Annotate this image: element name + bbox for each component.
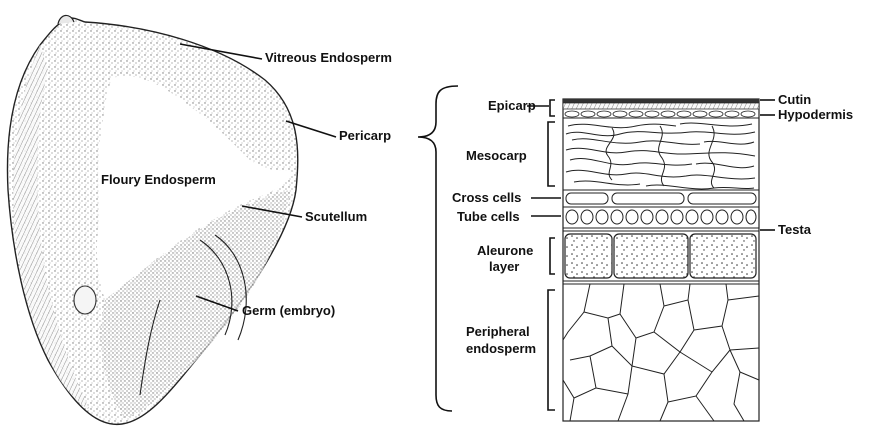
- embryo-root-tip: [74, 286, 96, 314]
- label-peripheral-line1: Peripheral: [466, 324, 530, 339]
- label-floury-endosperm: Floury Endosperm: [101, 172, 216, 187]
- label-aleurone-line2: layer: [489, 259, 519, 274]
- label-pericarp: Pericarp: [339, 128, 391, 143]
- label-vitreous-endosperm: Vitreous Endosperm: [265, 50, 392, 65]
- layer-section: [563, 99, 759, 421]
- label-tube-cells: Tube cells: [457, 209, 520, 224]
- aleurone-cells: [565, 234, 756, 278]
- tube-cells: [566, 210, 756, 224]
- cutin-layer: [563, 99, 759, 103]
- label-mesocarp: Mesocarp: [466, 148, 527, 163]
- section-left-leaders: [527, 106, 561, 216]
- label-germ-embryo: Germ (embryo): [242, 303, 335, 318]
- label-cross-cells: Cross cells: [452, 190, 521, 205]
- label-peripheral-line2: endosperm: [466, 341, 536, 356]
- label-scutellum: Scutellum: [305, 209, 367, 224]
- label-hypodermis: Hypodermis: [778, 107, 853, 122]
- kernel-illustration: [7, 15, 297, 424]
- label-testa: Testa: [778, 222, 812, 237]
- label-aleurone-line1: Aleurone: [477, 243, 533, 258]
- label-cutin: Cutin: [778, 92, 811, 107]
- label-epicarp: Epicarp: [488, 98, 536, 113]
- section-left-brackets: [548, 100, 555, 410]
- section-right-leaders: [760, 100, 775, 230]
- cross-cells: [566, 193, 756, 204]
- peripheral-endosperm-cells: [563, 284, 759, 421]
- mesocarp-cells: [566, 123, 755, 189]
- hypodermis-layer: [563, 103, 759, 109]
- epicarp-cells: [565, 111, 755, 117]
- pericarp-brace: [418, 86, 458, 411]
